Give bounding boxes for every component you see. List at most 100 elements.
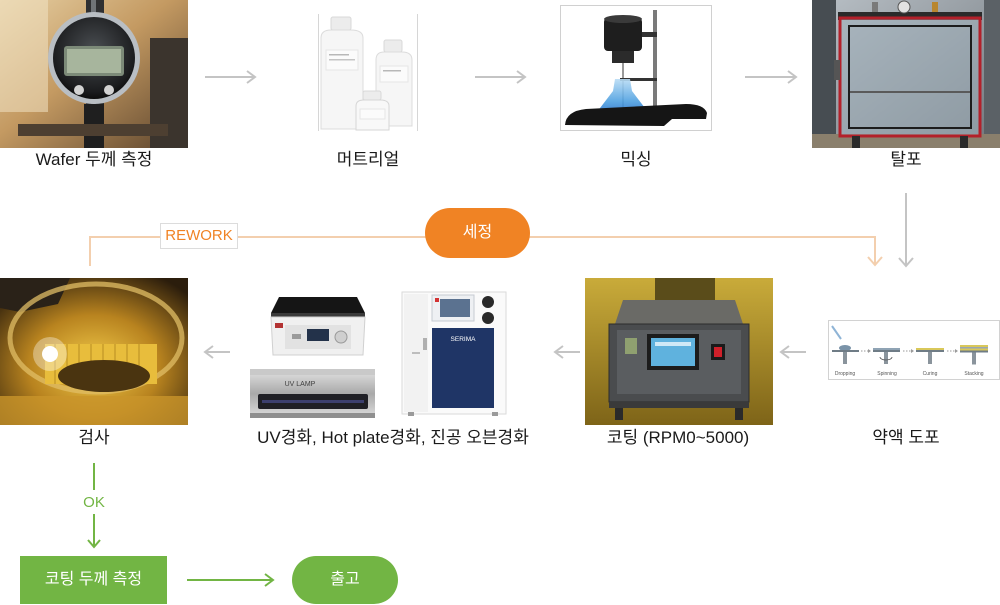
coater-sticker (625, 338, 637, 354)
stage-connector-head (955, 349, 958, 353)
step-label-mixing: 믹싱 (620, 150, 652, 169)
motor-clamp (632, 32, 657, 37)
chamber-lid (838, 12, 982, 20)
inspection-photo (0, 278, 188, 425)
background-equipment (655, 278, 715, 302)
lcd-window (67, 49, 121, 73)
housing-top-edge (250, 369, 375, 375)
coating-thickness-measure-box: 코팅 두께 측정 (20, 556, 167, 604)
stacked-layer-top (960, 345, 988, 347)
chamber-body (838, 16, 982, 138)
motor-body (604, 18, 642, 51)
arrow-head (203, 345, 214, 359)
plate-edge (271, 313, 365, 317)
oven-display (440, 299, 470, 317)
window-glare (0, 0, 48, 112)
arrow-head (264, 573, 275, 587)
small-bottle-label (359, 108, 386, 120)
oven-knob-bottom (482, 312, 494, 324)
chuck-pedestal (928, 352, 932, 364)
chuck-pedestal (972, 352, 976, 365)
coater-leg-left (615, 408, 623, 420)
base-table (18, 124, 168, 136)
chamber-leg-left (852, 136, 860, 148)
oven-foot-left (408, 412, 414, 416)
arrow-head (516, 70, 527, 84)
microscope-head (0, 278, 70, 312)
valve-left (872, 2, 878, 12)
oven-brand-text: SERIMA (451, 336, 477, 343)
spin-coater-photo (585, 278, 773, 425)
light-spot (42, 346, 58, 362)
vacuum-gauge (897, 0, 911, 14)
vacuum-oven-photo: SERIMA (401, 291, 507, 416)
door-handle (423, 338, 427, 350)
stage-connector-head (911, 349, 914, 353)
coater-base (609, 402, 749, 408)
cleaning-step-pill: 세정 (425, 208, 530, 258)
substrate (916, 350, 944, 352)
power-switch (714, 347, 722, 357)
coater-leg-right (735, 408, 743, 420)
substrate (873, 350, 900, 352)
stage-connector-head (868, 349, 871, 353)
shipment-pill: 출고 (292, 556, 398, 604)
rotation-arrow (879, 356, 893, 361)
pass-arrows (87, 463, 275, 587)
hot-plate-display (307, 329, 329, 341)
lens-ring (7, 281, 185, 395)
arrow-head (787, 70, 798, 84)
arrow-head (779, 345, 790, 359)
substrate (832, 350, 859, 352)
arrow-head (87, 539, 101, 549)
cured-layer (916, 348, 944, 350)
small-bottle-cap (362, 90, 382, 101)
brand-badge (275, 323, 283, 328)
tall-bottle-cap (330, 16, 352, 31)
oven-logo-mark (435, 298, 439, 302)
step-label-degassing: 탈포 (890, 150, 922, 169)
gray-arrows (203, 70, 914, 359)
step-label-inspection: 검사 (78, 428, 110, 447)
gauge-button-left (74, 85, 84, 95)
motor-cap (604, 15, 642, 23)
lamp-slot-shine (262, 400, 364, 403)
vacuum-degassing-chamber-photo (812, 0, 1000, 148)
label-line (329, 59, 355, 61)
uv-lamp-photo: UV LAMP (250, 369, 375, 418)
resin-drop (839, 345, 851, 351)
stage-label-spinning: Spinning (877, 371, 897, 377)
side-latch (834, 60, 840, 80)
chuck-pedestal (843, 352, 847, 364)
housing-bottom-edge (250, 413, 375, 418)
material-bottles-photo (318, 14, 418, 131)
uv-lamp-text: UV LAMP (285, 381, 316, 388)
left-equipment (812, 0, 836, 148)
rework-arrow-head (867, 256, 883, 267)
oven-knob-top (482, 296, 494, 308)
coater-lid (615, 300, 743, 324)
heating-plate (271, 297, 365, 313)
stage-label-dropping: Dropping (835, 371, 856, 377)
chamber-leg-right (960, 136, 968, 148)
step-label-coating: 코팅 (RPM0~5000) (606, 428, 750, 447)
hot-plate-photo (265, 293, 372, 362)
substrate (960, 350, 988, 353)
step-label-wafer-thickness: Wafer 두께 측정 (35, 150, 153, 169)
stage-label-stacking: Stacking (964, 371, 983, 377)
uv-lamp-housing (250, 369, 375, 418)
thickness-gauge-photo (0, 0, 188, 148)
chamber-inner-frame (848, 25, 972, 129)
step-label-dispense: 약액 도포 (872, 428, 940, 447)
oven-door (432, 328, 494, 408)
lower-ring (0, 396, 188, 425)
right-bottle-label (379, 65, 409, 83)
mixer-photo (560, 5, 712, 131)
coated-layer (873, 348, 900, 350)
step-label-curing: UV경화, Hot plate경화, 진공 오븐경화 (257, 428, 529, 447)
stand-rod (653, 10, 657, 114)
arrow-head (246, 70, 257, 84)
motor-chuck (612, 51, 634, 63)
stage-shadow (58, 360, 150, 392)
